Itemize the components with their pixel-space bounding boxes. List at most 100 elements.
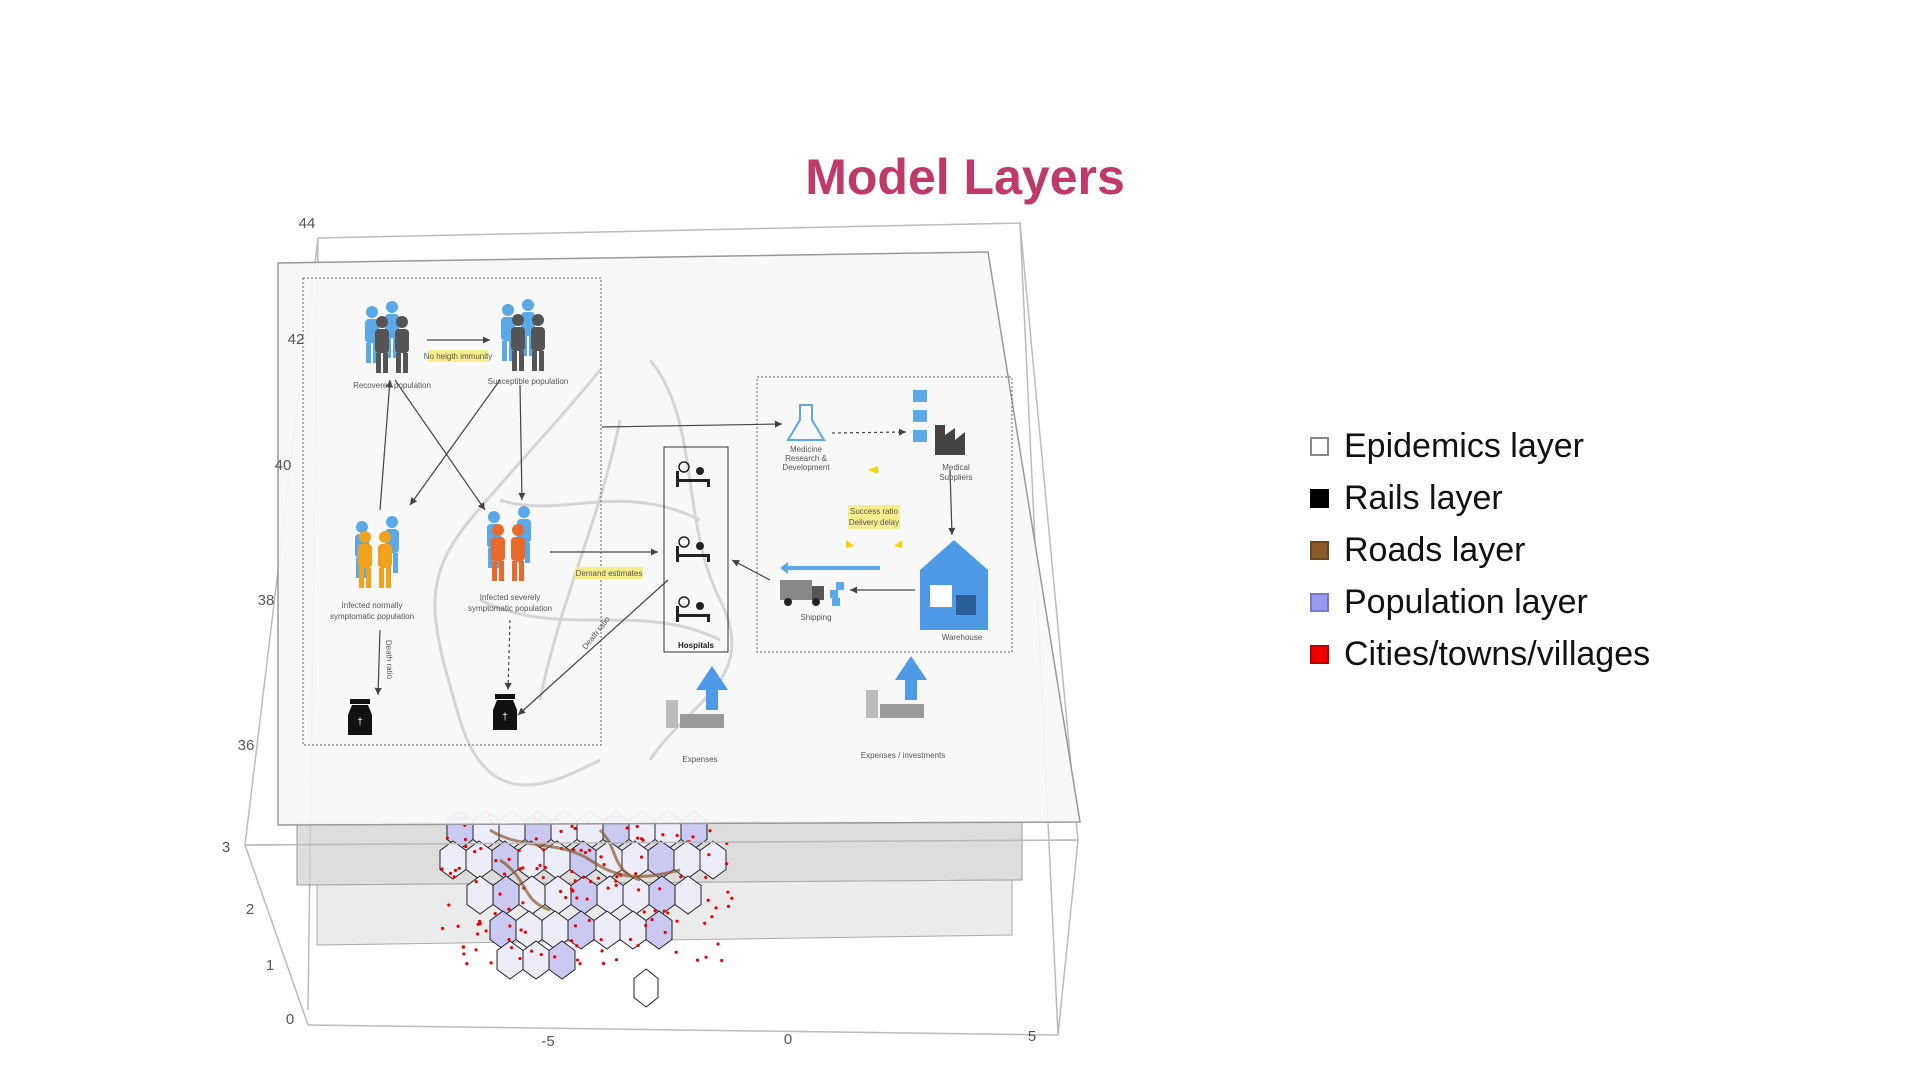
- city-dot: [521, 866, 525, 870]
- city-dot: [636, 836, 640, 840]
- city-dot: [535, 867, 539, 871]
- city-dot: [637, 888, 641, 892]
- city-dot: [479, 846, 483, 851]
- city-dot: [573, 879, 577, 883]
- city-dot: [601, 961, 606, 966]
- city-dot: [523, 930, 527, 934]
- legend-item: Epidemics layer: [1310, 420, 1650, 472]
- svg-text:†: †: [502, 712, 508, 723]
- city-dot: [541, 875, 545, 880]
- x-tick: 5: [1028, 1028, 1036, 1045]
- suppliers-icon: [913, 390, 965, 455]
- city-dot: [493, 912, 497, 916]
- shipping-truck-icon: [780, 580, 844, 606]
- warehouse-label: Warehouse: [942, 633, 983, 642]
- city-dot: [575, 944, 579, 948]
- city-dot: [587, 848, 592, 852]
- z-tick: 0: [286, 1011, 294, 1028]
- city-dot: [440, 867, 444, 871]
- diagram-arrows: [374, 336, 956, 716]
- urn-icon: †: [493, 694, 517, 730]
- city-dot: [662, 909, 666, 913]
- city-dot: [625, 826, 629, 830]
- city-dot: [575, 896, 579, 900]
- x-tick: -5: [541, 1033, 554, 1050]
- research-label-3: Development: [782, 463, 830, 472]
- no-immunity-label: No heigth immunity: [424, 352, 492, 361]
- legend-label: Rails layer: [1344, 478, 1503, 517]
- city-dot: [475, 932, 480, 936]
- research-label-2: Research &: [785, 454, 827, 463]
- recovered-label: Recovered population: [353, 381, 431, 390]
- hex-cell: [699, 840, 727, 880]
- flask-icon: [786, 404, 826, 441]
- y-tick: 36: [238, 737, 255, 754]
- city-dot: [726, 904, 731, 908]
- legend-swatch: [1310, 488, 1329, 508]
- shipping-label: Shipping: [800, 613, 831, 622]
- city-dot: [534, 837, 538, 841]
- city-dot: [650, 918, 654, 922]
- infected-normal-label-2: symptomatic population: [330, 612, 414, 621]
- city-dot: [614, 958, 619, 962]
- hex-cell: [633, 968, 659, 1008]
- city-dot: [461, 945, 465, 949]
- city-dot: [641, 838, 645, 842]
- city-dot: [635, 824, 639, 829]
- city-dot: [708, 829, 712, 833]
- suppliers-label-2: Suppliers: [939, 473, 972, 482]
- city-dot: [583, 850, 588, 855]
- infected-severe-label-2: symptomatic population: [468, 604, 552, 613]
- epidemics-layer: [277, 251, 1081, 826]
- city-dot: [704, 955, 708, 959]
- plot-box-front: [244, 839, 1079, 846]
- suppliers-label-1: Medical: [942, 463, 970, 472]
- city-dot: [452, 875, 456, 879]
- supply-group-box: [756, 376, 1013, 653]
- city-dot: [615, 875, 619, 879]
- legend-swatch: [1310, 436, 1329, 456]
- warehouse-icon: [920, 540, 988, 630]
- city-dot: [507, 857, 511, 862]
- no-immunity-tag: [428, 350, 488, 362]
- city-dot: [489, 961, 493, 965]
- x-tick: 0: [784, 1031, 792, 1048]
- city-dot: [445, 836, 449, 840]
- city-dot: [634, 872, 638, 876]
- city-dot: [541, 848, 546, 852]
- z-tick: 2: [246, 901, 254, 918]
- infected-severe-label-1: Infected severely: [480, 593, 540, 602]
- urn-icon: †: [348, 699, 372, 735]
- city-dot: [559, 829, 563, 833]
- research-label-1: Medicine: [790, 445, 823, 454]
- city-dot: [448, 871, 453, 875]
- city-dot: [589, 880, 593, 884]
- city-dot: [543, 865, 548, 870]
- city-dot: [599, 938, 603, 942]
- city-dot: [675, 833, 679, 838]
- z-tick: 1: [266, 957, 274, 974]
- legend-item: Population layer: [1310, 576, 1650, 628]
- faint-map: [433, 359, 734, 787]
- city-dot: [465, 961, 469, 966]
- city-dot: [581, 875, 586, 879]
- city-dot: [639, 855, 644, 859]
- city-dot: [599, 855, 603, 859]
- city-dot: [636, 943, 640, 948]
- expenses-investments-label: Expenses / investments: [861, 751, 945, 760]
- city-dot: [579, 848, 583, 853]
- success-label-2: Delivery delay: [849, 518, 899, 527]
- city-dot: [658, 887, 662, 891]
- city-dot: [462, 952, 466, 956]
- city-dot: [675, 919, 679, 923]
- city-dot: [600, 949, 604, 953]
- city-dot: [502, 872, 507, 876]
- hospitals-box: [663, 446, 729, 653]
- city-dot: [730, 896, 734, 900]
- city-dot: [518, 867, 522, 871]
- city-dot: [474, 948, 478, 952]
- city-dot: [453, 868, 458, 872]
- city-dot: [720, 958, 724, 963]
